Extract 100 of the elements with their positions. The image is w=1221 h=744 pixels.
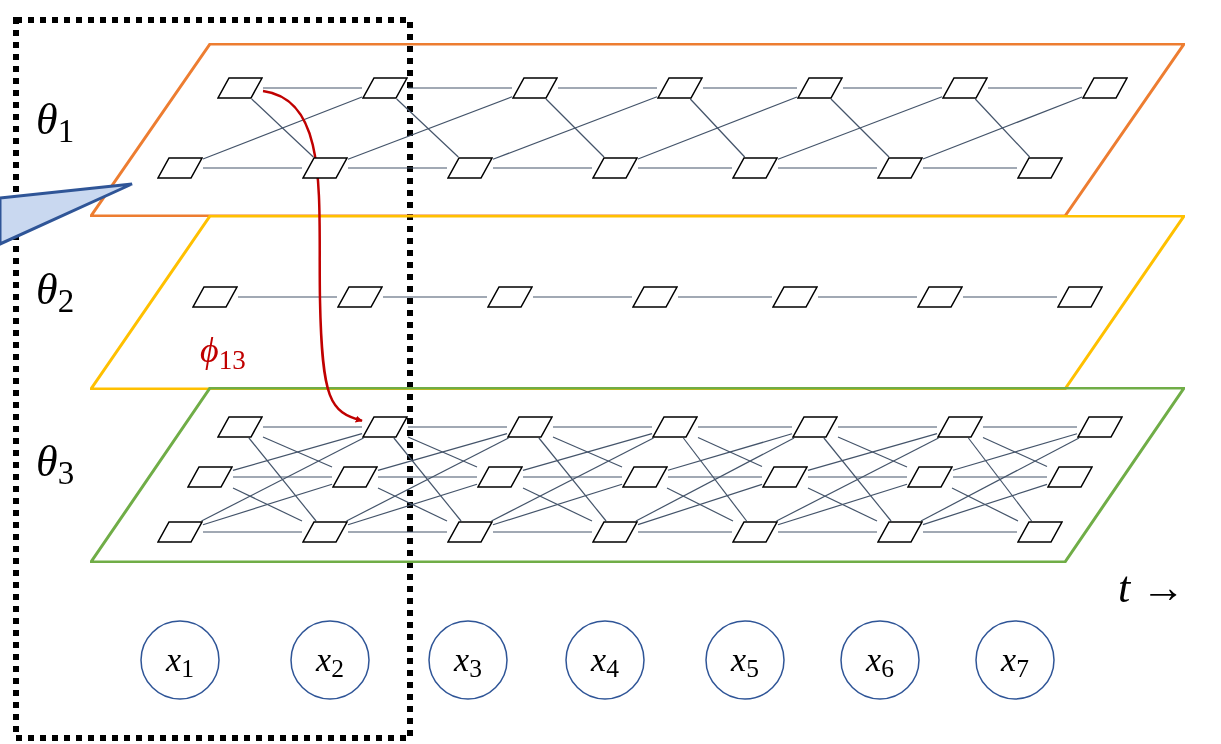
state-node [657,77,703,99]
connection-line [951,487,1019,522]
callout-pointer [0,182,134,246]
state-node [772,286,818,308]
variable-label: x$_{3}$ [454,643,482,677]
state-node [592,521,638,543]
connection-line [667,476,763,478]
connection-line [347,96,513,160]
connection-line [922,96,1083,160]
connection-line [842,87,943,89]
connection-line [557,87,658,89]
connection-line [347,531,448,533]
connection-line [532,296,633,298]
connection-line [777,531,878,533]
variable-label: x$_{1}$ [166,643,194,677]
state-node [362,77,408,99]
connection-line [522,476,623,478]
state-node [362,416,408,438]
state-node [217,77,263,99]
state-node [487,286,533,308]
state-node [1082,77,1128,99]
connection-line [775,437,940,522]
connection-line [202,483,333,526]
state-node [1017,157,1063,179]
state-node [592,157,638,179]
connection-line [407,426,508,428]
connection-line [538,437,607,522]
time-axis-label: t → [1118,566,1186,610]
state-node [1077,416,1123,438]
connection-line [552,436,623,468]
connection-line [952,476,1048,478]
connection-line [837,426,938,428]
connection-line [666,487,734,522]
state-node [877,521,923,543]
state-node [762,466,808,488]
connection-line [920,437,1080,522]
connection-line [202,531,303,533]
connection-line [922,167,1018,169]
connection-line [407,436,478,468]
connection-line [232,476,333,478]
connection-line [922,483,1048,526]
connection-line [262,87,363,89]
state-node [622,466,668,488]
observation-circle [140,620,220,700]
connection-line [345,437,510,522]
connection-line [492,531,593,533]
connection-line [492,483,623,526]
state-node [302,521,348,543]
connection-line [697,426,793,428]
connection-line [922,531,1018,533]
connection-line [982,436,1048,468]
observation-circle [705,620,785,700]
connection-line [347,483,478,526]
connection-line [682,437,748,522]
state-node [512,77,558,99]
state-node [732,157,778,179]
connection-line [492,167,593,169]
observation-circle [840,620,920,700]
layer-label: θ$_{3}$ [36,440,75,484]
connection-line [987,87,1083,89]
connection-line [248,437,317,522]
connection-line [962,296,1058,298]
connection-line [237,296,338,298]
connection-line [667,433,793,471]
variable-label: x$_{6}$ [866,643,894,677]
connection-line [377,487,448,522]
connection-line [823,437,892,522]
connection-line [777,167,878,169]
connection-line [552,426,653,428]
state-node [937,416,983,438]
connection-line [202,96,363,160]
connection-line [262,426,363,428]
connection-line [635,437,795,522]
connection-line [967,437,1033,522]
state-node [302,157,348,179]
connection-line [347,167,448,169]
connection-line [777,96,943,160]
state-node [332,466,378,488]
connection-line [490,437,655,522]
connection-line [393,437,462,522]
connection-line [396,98,459,158]
state-node [157,521,203,543]
curved-arrow [262,89,363,423]
connection-line [702,87,798,89]
connection-line [637,167,733,169]
connection-line [830,98,890,158]
state-node [187,466,233,488]
connection-line [202,167,303,169]
connection-line [974,98,1031,158]
connection-line [837,436,908,468]
state-node [1047,466,1093,488]
connection-line [637,531,733,533]
variable-label: x$_{2}$ [316,643,344,677]
variable-label: x$_{4}$ [591,643,619,677]
variable-label: x$_{7}$ [1001,643,1029,677]
connection-line [677,296,773,298]
observation-circle [428,620,508,700]
state-node [507,416,553,438]
state-node [447,521,493,543]
state-node [477,466,523,488]
